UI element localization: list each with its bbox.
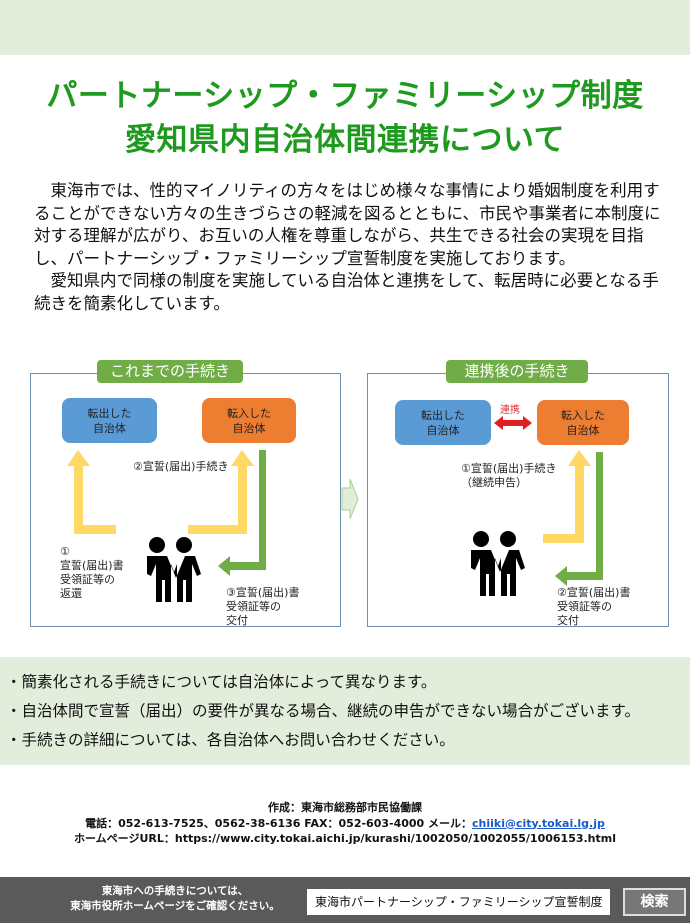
yellow-arrow-icon [543,450,591,543]
yellow-arrow-icon [188,450,254,534]
label: 転入した自治体 [561,408,605,437]
after-from-municipality: 転出した自治体 [395,400,491,445]
chevron-right-icon [341,478,359,520]
footer-text-1: 東海市への手続きについては、 [101,885,249,897]
after-step2: ②宣誓(届出)書 受領証等の 交付 [557,586,631,627]
before-arrows [67,450,266,602]
label: 転出した自治体 [87,406,132,435]
before-step1: ① 宣誓(届出)書 受領証等の 返還 [60,545,124,600]
double-arrow-icon [494,416,532,430]
note-item: ・自治体間で宣誓（届出）の要件が異なる場合、継続の申告ができない場合がございます… [6,702,640,720]
note-item: ・手続きの詳細については、各自治体へお問い合わせください。 [6,731,455,749]
search-input[interactable]: 東海市パートナーシップ・ファミリーシップ宣誓制度 [307,889,610,915]
after-step1: ①宣誓(届出)手続き （継続申告） [461,462,557,489]
footer-text-2: 東海市役所ホームページをご確認ください。 [70,900,280,912]
link-label: 連携 [500,405,520,416]
label: 転出した自治体 [421,408,465,437]
credits: 作成：東海市総務部市民協働課 電話：052-613-7525、0562-38-6… [0,800,690,847]
intro-para-1: 東海市では、性的マイノリティの方々をはじめ様々な事情により婚姻制度を利用すること… [34,181,661,268]
intro-para-2: 愛知県内で同様の制度を実施している自治体と連携をして、転居時に必要となる手続きを… [34,271,659,313]
note-item: ・簡素化される手続きについては自治体によって異なります。 [6,673,437,691]
before-to-municipality: 転入した自治体 [202,398,296,443]
email-link[interactable]: chiiki@city.tokai.lg.jp [472,816,605,830]
before-step3: ③宣誓(届出)書 受領証等の 交付 [226,586,300,627]
footer-text: 東海市への手続きについては、東海市役所ホームページをご確認ください。 [60,884,290,914]
yellow-arrow-icon [67,450,116,534]
contact-phone: 電話：052-613-7525、0562-38-6136 FAX：052-603… [85,816,473,830]
intro-text: 東海市では、性的マイノリティの方々をはじめ様々な事情により婚姻制度を利用すること… [34,180,664,315]
before-tab: これまでの手続き [97,360,243,383]
notes: ・簡素化される手続きについては自治体によって異なります。 ・自治体間で宣誓（届出… [0,657,690,765]
after-arrows [471,450,603,596]
author: 作成：東海市総務部市民協働課 [268,801,422,814]
green-arrow-icon [555,452,603,586]
after-to-municipality: 転入した自治体 [537,400,629,445]
top-band [0,0,690,55]
after-tab: 連携後の手続き [446,360,588,383]
before-step2: ②宣誓(届出)手続き [133,460,229,473]
green-arrow-icon [218,450,266,576]
search-button[interactable]: 検索 [623,888,686,916]
homepage-url: ホームページURL：https://www.city.tokai.aichi.j… [74,832,616,845]
label: 転入した自治体 [227,406,271,435]
couple-icon [147,537,201,602]
page-title-line2: 愛知県内自治体間連携について [124,122,566,158]
page-title-line1: パートナーシップ・ファミリーシップ制度 [46,78,644,114]
couple-icon [471,531,525,596]
before-from-municipality: 転出した自治体 [62,398,157,443]
